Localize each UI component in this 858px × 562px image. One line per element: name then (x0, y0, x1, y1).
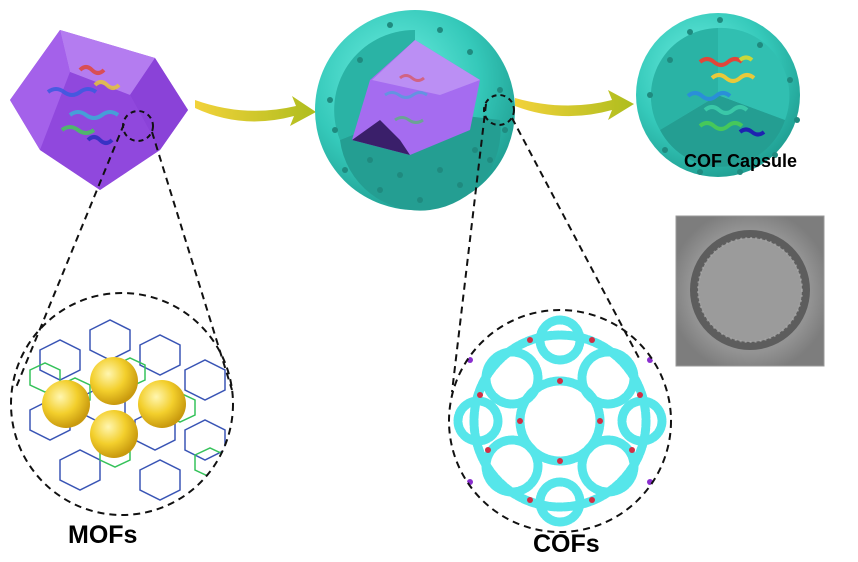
cof-framework-icon (448, 309, 672, 533)
cofs-label: COFs (533, 530, 600, 558)
rhombic-dodecahedron-icon (10, 30, 188, 190)
protein-ribbon-icon (686, 55, 766, 137)
arrow-right-icon (195, 96, 316, 126)
cof-coated-mof-icon (315, 10, 515, 211)
protein-ribbon-icon (46, 65, 121, 145)
mofs-label: MOFs (68, 521, 138, 549)
arrow-right-icon (515, 90, 634, 120)
cof-capsule-label: COF Capsule (684, 151, 798, 171)
cof-capsule-icon (636, 13, 800, 177)
tem-micrograph-icon (675, 215, 825, 367)
zif-framework-icon (10, 292, 234, 516)
